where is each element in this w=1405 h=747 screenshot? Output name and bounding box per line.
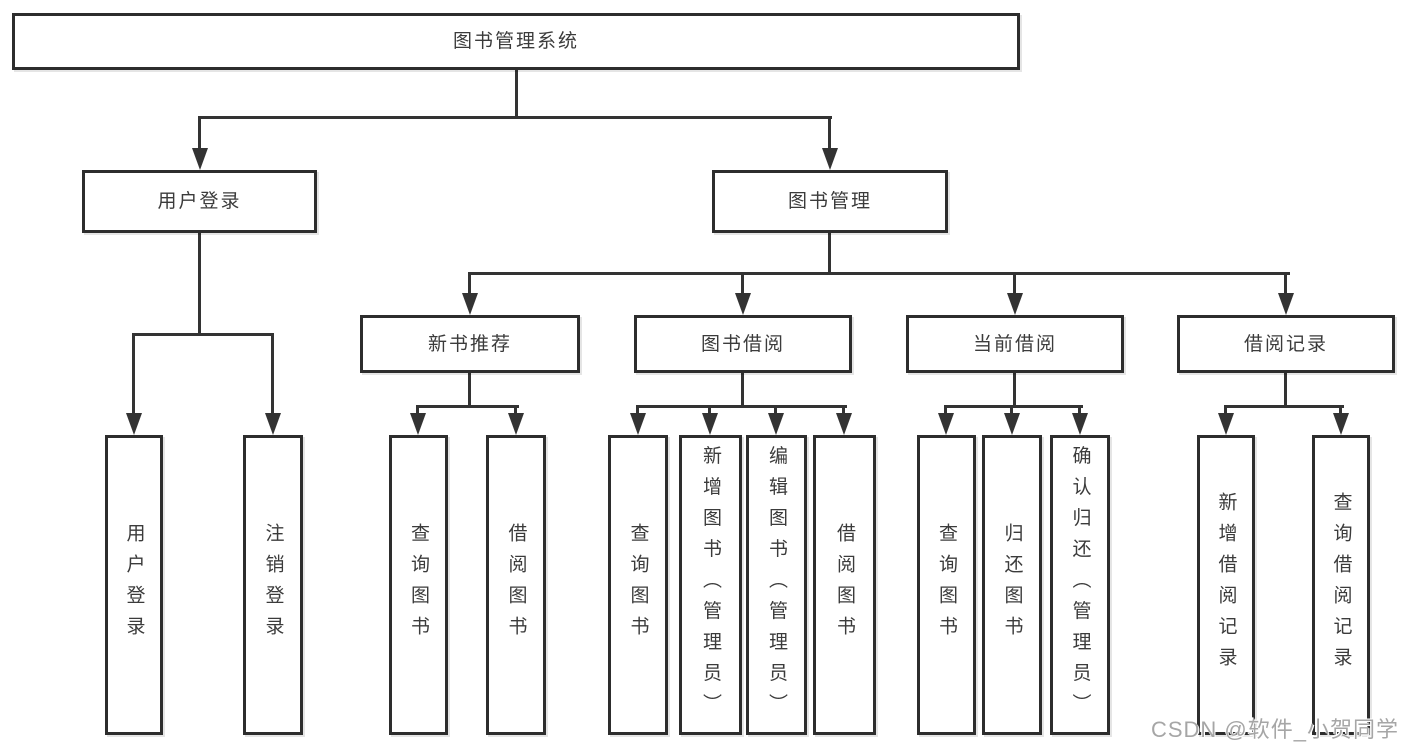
- node-add-borrow-record: 新增借阅记录: [1197, 435, 1255, 735]
- connector-drop-user-login: [198, 116, 201, 150]
- node-borrow-records: 借阅记录: [1177, 315, 1395, 373]
- connector-drop: [842, 405, 845, 415]
- connector-drop: [636, 405, 639, 415]
- connector-drop-login-leaf: [132, 333, 135, 415]
- arrow-down-icon: [265, 413, 281, 435]
- arrow-down-icon: [1072, 413, 1088, 435]
- node-query-books-current: 查询图书: [917, 435, 976, 735]
- node-logout-action: 注销登录: [243, 435, 303, 735]
- connector-borrow-stem: [741, 373, 744, 408]
- arrow-down-icon: [630, 413, 646, 435]
- leaf-label: 查询图书: [408, 523, 429, 647]
- node-login-action: 用户登录: [105, 435, 163, 735]
- connector-drop: [1339, 405, 1342, 415]
- leaf-label: 归还图书: [1001, 523, 1023, 647]
- leaf-label: 确认归还（管理员）: [1069, 445, 1091, 725]
- leaf-label: 借阅图书: [505, 523, 527, 647]
- node-book-management: 图书管理: [712, 170, 948, 233]
- node-add-book-admin: 新增图书（管理员）: [679, 435, 742, 735]
- arrow-down-icon: [126, 413, 142, 435]
- connector-user-login-stem: [198, 233, 201, 336]
- connector-borrow-branch: [636, 405, 847, 408]
- leaf-label: 查询图书: [936, 523, 957, 647]
- arrow-down-icon: [702, 413, 718, 435]
- node-query-borrow-record: 查询借阅记录: [1312, 435, 1370, 735]
- arrow-down-icon: [462, 293, 478, 315]
- connector-user-login-branch: [132, 333, 274, 336]
- connector-root-branch: [198, 116, 832, 119]
- node-current-borrow: 当前借阅: [906, 315, 1124, 373]
- node-user-login: 用户登录: [82, 170, 317, 233]
- arrow-down-icon: [768, 413, 784, 435]
- leaf-label: 注销登录: [262, 523, 284, 647]
- connector-current-branch: [944, 405, 1083, 408]
- arrow-down-icon: [735, 293, 751, 315]
- node-book-borrow: 图书借阅: [634, 315, 852, 373]
- connector-drop: [416, 405, 419, 415]
- arrow-down-icon: [1007, 293, 1023, 315]
- leaf-label: 借阅图书: [834, 523, 855, 647]
- connector-drop-book-borrow: [741, 272, 744, 295]
- arrow-down-icon: [836, 413, 852, 435]
- connector-records-branch: [1224, 405, 1344, 408]
- connector-book-mgmt-stem: [828, 233, 831, 275]
- leaf-label: 新增图书（管理员）: [700, 445, 721, 725]
- connector-drop: [1224, 405, 1227, 415]
- connector-drop-borrow-records: [1284, 272, 1287, 295]
- arrow-down-icon: [1278, 293, 1294, 315]
- node-library-management-system: 图书管理系统: [12, 13, 1020, 70]
- arrow-down-icon: [1004, 413, 1020, 435]
- connector-drop: [944, 405, 947, 415]
- node-query-books-recommend: 查询图书: [389, 435, 448, 735]
- leaf-label: 用户登录: [123, 523, 145, 647]
- arrow-down-icon: [822, 148, 838, 170]
- connector-drop-logout-leaf: [271, 333, 274, 415]
- arrow-down-icon: [192, 148, 208, 170]
- connector-recommend-stem: [468, 373, 471, 408]
- connector-current-stem: [1013, 373, 1016, 408]
- arrow-down-icon: [410, 413, 426, 435]
- connector-book-mgmt-branch: [468, 272, 1290, 275]
- connector-records-stem: [1284, 373, 1287, 408]
- connector-drop: [774, 405, 777, 415]
- connector-drop: [708, 405, 711, 415]
- connector-drop-book-management: [828, 116, 831, 150]
- connector-recommend-branch: [416, 405, 519, 408]
- leaf-label: 新增借阅记录: [1215, 492, 1237, 678]
- arrow-down-icon: [1333, 413, 1349, 435]
- node-borrow-book: 借阅图书: [813, 435, 876, 735]
- connector-root-stem: [515, 70, 518, 119]
- leaf-label: 查询图书: [627, 523, 649, 647]
- connector-drop-current-borrow: [1013, 272, 1016, 295]
- connector-drop-new-book: [468, 272, 471, 295]
- arrow-down-icon: [508, 413, 524, 435]
- node-new-book-recommend: 新书推荐: [360, 315, 580, 373]
- arrow-down-icon: [938, 413, 954, 435]
- node-return-book: 归还图书: [982, 435, 1042, 735]
- connector-drop: [1010, 405, 1013, 415]
- node-confirm-return-admin: 确认归还（管理员）: [1050, 435, 1110, 735]
- node-query-books-borrow: 查询图书: [608, 435, 668, 735]
- node-edit-book-admin: 编辑图书（管理员）: [746, 435, 807, 735]
- connector-drop: [514, 405, 517, 415]
- node-borrow-book-recommend: 借阅图书: [486, 435, 546, 735]
- connector-drop: [1078, 405, 1081, 415]
- arrow-down-icon: [1218, 413, 1234, 435]
- leaf-label: 查询借阅记录: [1330, 492, 1352, 678]
- leaf-label: 编辑图书（管理员）: [766, 445, 787, 725]
- csdn-watermark: CSDN @软件_小贺同学: [1150, 717, 1399, 742]
